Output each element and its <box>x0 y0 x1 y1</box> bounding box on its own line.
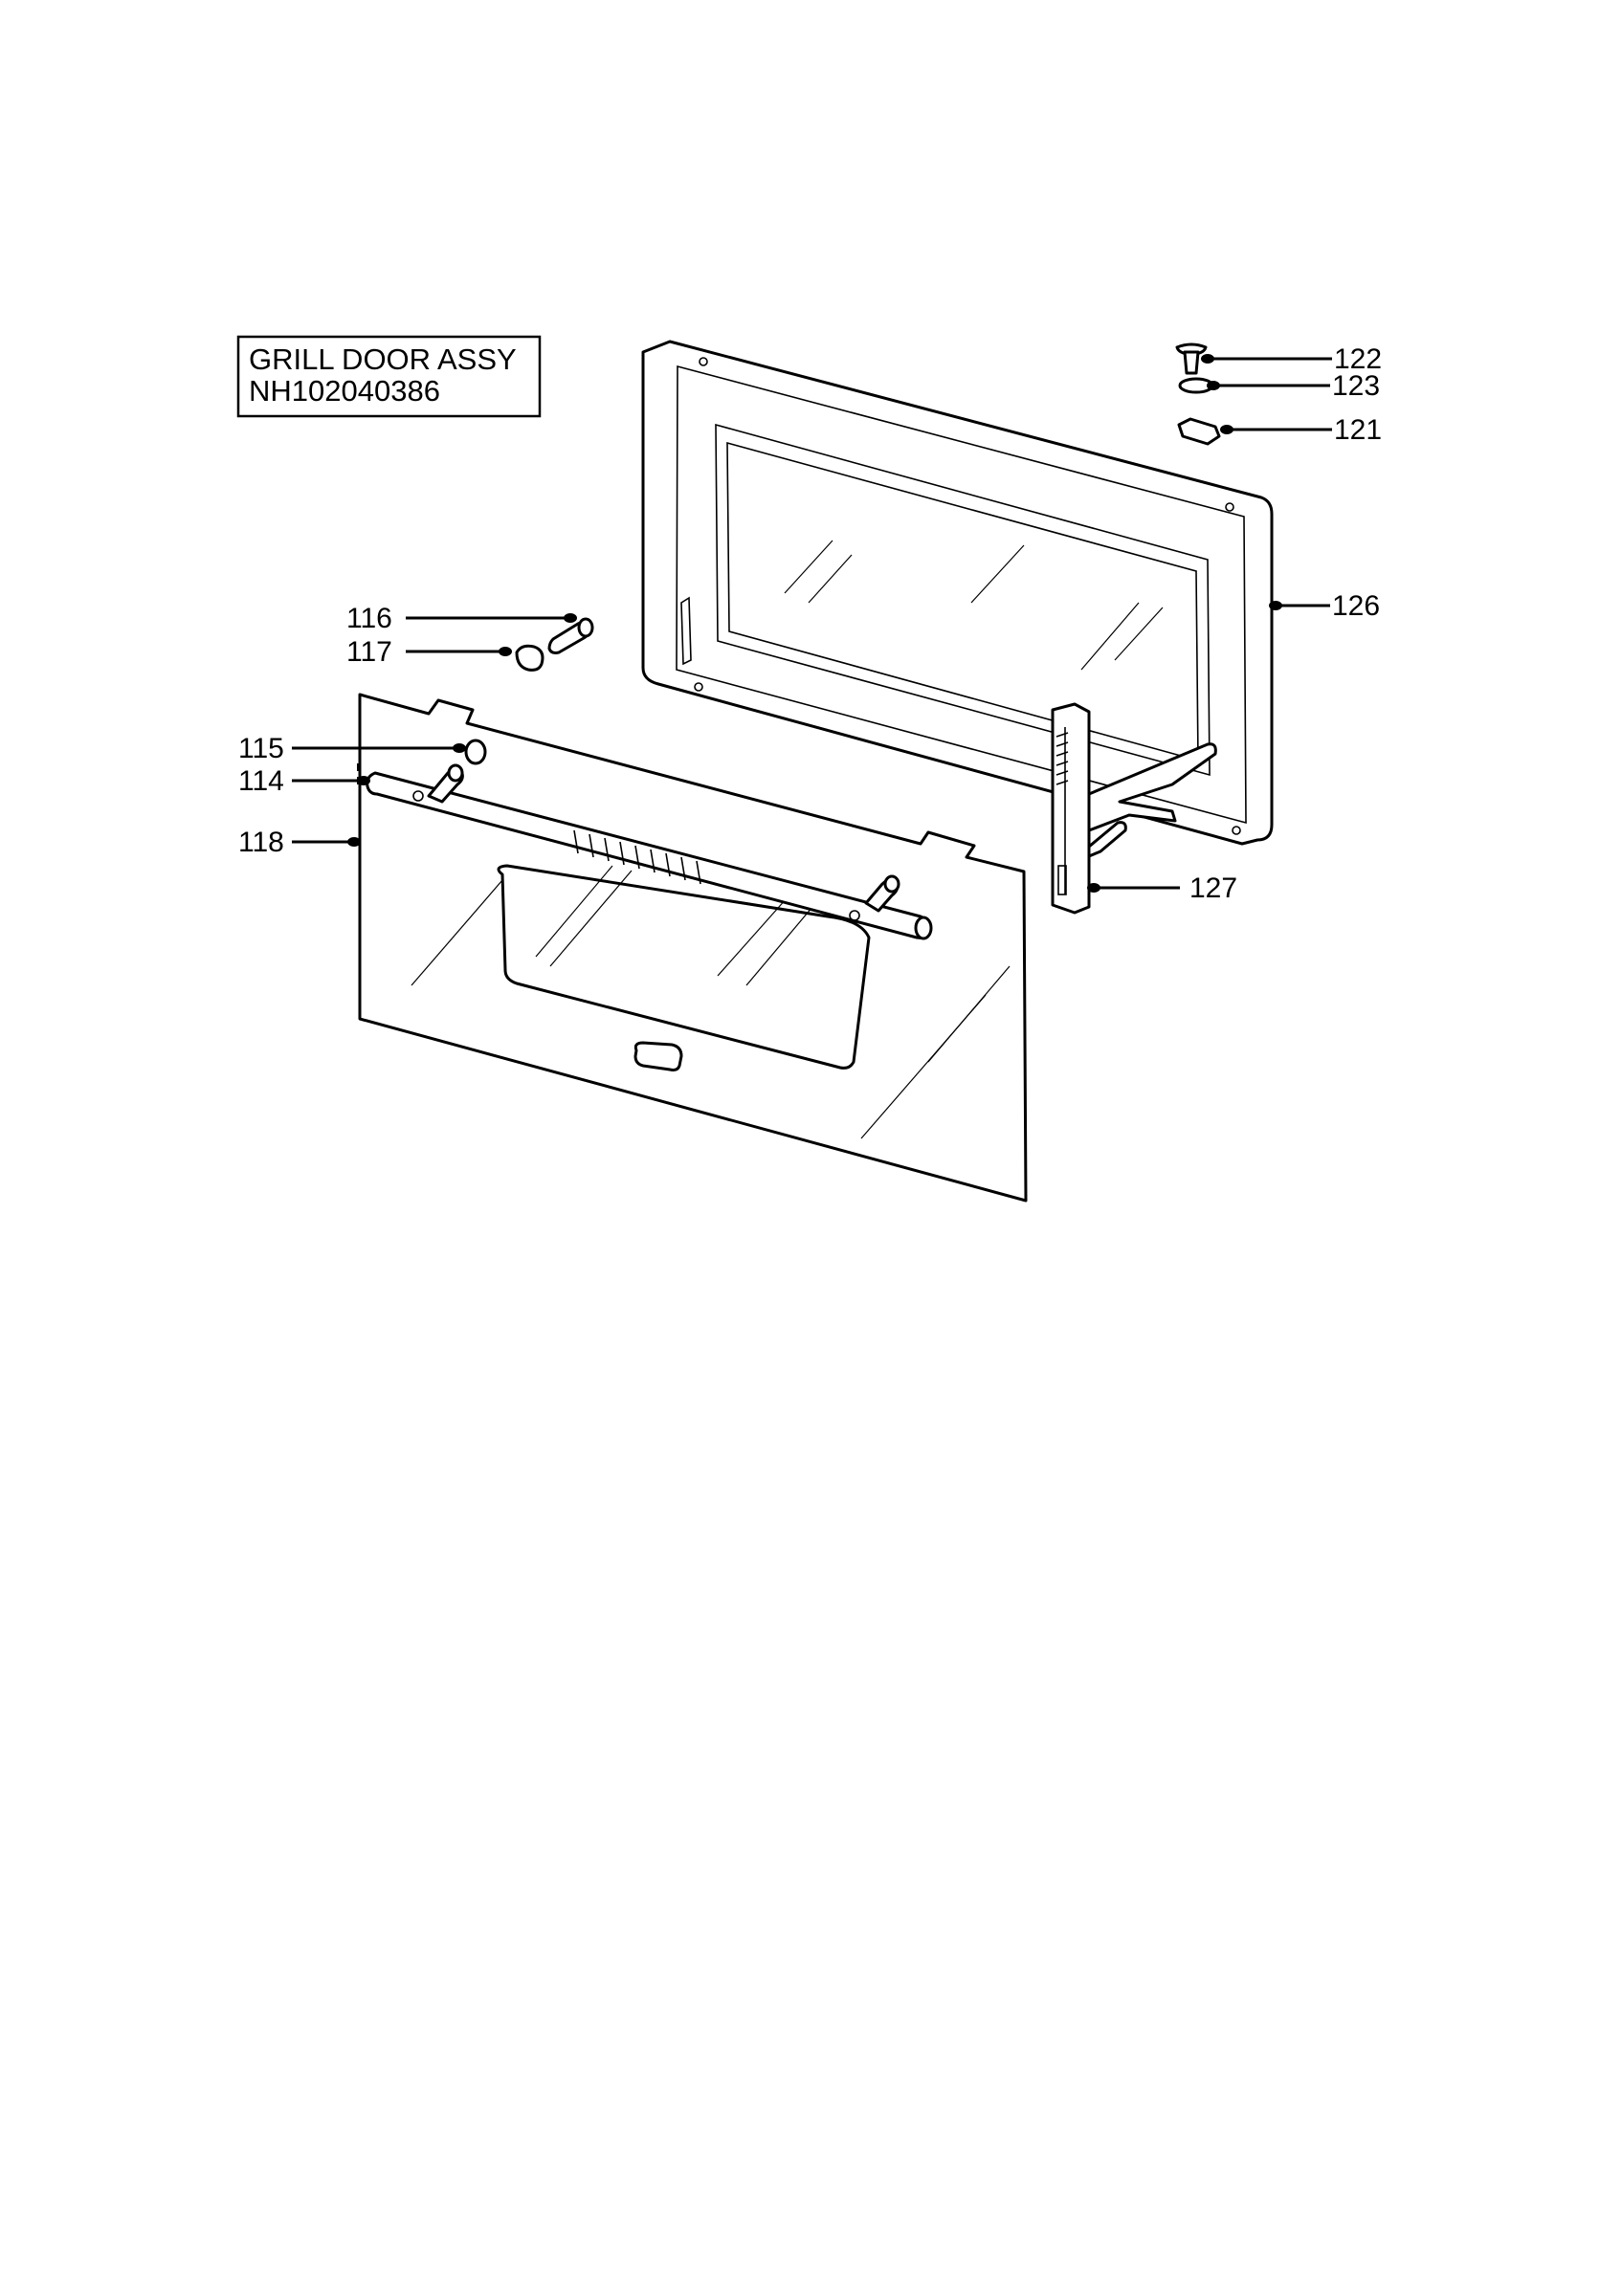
leader-lines <box>292 357 1332 890</box>
handle-end-cap <box>464 739 487 765</box>
callout-126: 126 <box>1332 590 1380 622</box>
callout-116: 116 <box>346 603 392 634</box>
callout-123: 123 <box>1332 370 1380 402</box>
callout-121: 121 <box>1334 414 1382 446</box>
title-box: GRILL DOOR ASSY NH102040386 <box>236 335 542 418</box>
title-line-1: GRILL DOOR ASSY <box>249 342 517 376</box>
inner-door-frame <box>641 340 1274 846</box>
clip <box>1177 417 1221 446</box>
callout-115: 115 <box>238 733 284 764</box>
callout-118: 118 <box>238 827 284 858</box>
callout-122: 122 <box>1334 343 1382 375</box>
spacer <box>515 644 544 672</box>
callout-117: 117 <box>346 636 392 668</box>
door-hinge <box>1051 702 1217 915</box>
top-screw <box>1175 342 1208 375</box>
callout-dots <box>347 354 1282 893</box>
title-line-2: NH102040386 <box>249 374 440 408</box>
screw <box>547 617 594 654</box>
callout-labels: 122 123 121 126 116 117 115 114 118 127 <box>238 343 1382 904</box>
callout-114: 114 <box>238 765 284 797</box>
callout-127: 127 <box>1189 872 1237 904</box>
